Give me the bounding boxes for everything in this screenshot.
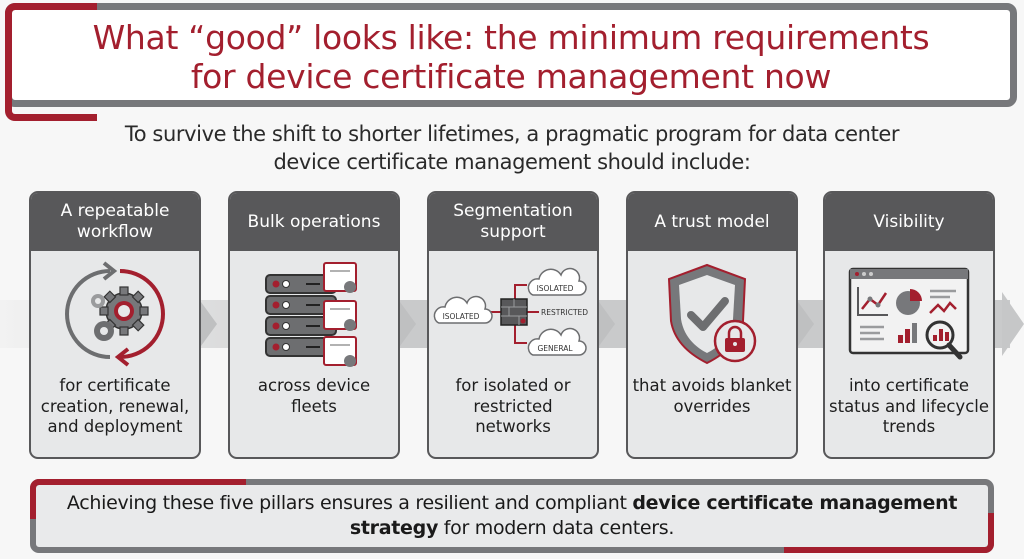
flow-arrow-head-icon xyxy=(1002,292,1024,356)
page-title: What “good” looks like: the minimum requ… xyxy=(12,18,1010,96)
pillar-description: for isolated or restricted networks xyxy=(455,376,571,436)
title-banner: What “good” looks like: the minimum requ… xyxy=(5,3,1017,121)
chevron-right-icon xyxy=(798,302,814,346)
pillar-title: Bulk operations xyxy=(230,193,398,251)
summary-text-start: Achieving these five pillars ensures a r… xyxy=(66,492,633,514)
intro-line-2: device certificate management should inc… xyxy=(273,150,751,174)
network-segmentation-icon: ISOLATED ISOLATED RESTRICTED GENERAL xyxy=(429,251,597,376)
banner-accent xyxy=(30,479,246,519)
pillar-description: that avoids blanket overrides xyxy=(632,376,792,416)
gears-cycle-icon xyxy=(31,251,199,376)
pillar-card-workflow: A repeatable workflow for certificate cr… xyxy=(29,191,201,459)
pillar-card-trust-model: A trust model that avoids blanket overri… xyxy=(626,191,798,459)
shield-check-lock-icon xyxy=(628,251,796,376)
pillar-description: across device fleets xyxy=(257,376,371,416)
svg-text:RESTRICTED: RESTRICTED xyxy=(541,308,588,317)
summary-text: Achieving these five pillars ensures a r… xyxy=(36,491,988,541)
summary-text-bold: device certificate management strategy xyxy=(349,492,958,539)
svg-text:ISOLATED: ISOLATED xyxy=(537,284,574,293)
intro-text: To survive the shift to shorter lifetime… xyxy=(40,120,984,176)
chevron-right-icon xyxy=(599,302,615,346)
svg-text:ISOLATED: ISOLATED xyxy=(443,312,480,321)
pillar-title: A trust model xyxy=(628,193,796,251)
pillar-title: Visibility xyxy=(825,193,993,251)
title-line-2: for device certificate management now xyxy=(190,57,832,96)
pillar-card-visibility: Visibility into certificate status and l… xyxy=(823,191,995,459)
summary-text-end: for modern data centers. xyxy=(438,517,675,539)
intro-line-1: To survive the shift to shorter lifetime… xyxy=(124,122,900,146)
summary-banner: Achieving these five pillars ensures a r… xyxy=(30,479,994,553)
pillar-title: A repeatable workflow xyxy=(31,193,199,251)
server-rack-certificates-icon xyxy=(230,251,398,376)
chevron-right-icon xyxy=(201,302,217,346)
dashboard-analytics-icon xyxy=(825,251,993,376)
pillar-description: for certificate creation, renewal, and d… xyxy=(40,376,190,436)
svg-text:GENERAL: GENERAL xyxy=(537,344,573,353)
banner-accent xyxy=(784,513,994,553)
title-line-1: What “good” looks like: the minimum requ… xyxy=(92,18,930,57)
chevron-right-icon xyxy=(400,302,416,346)
pillar-title: Segmentation support xyxy=(429,193,597,251)
pillar-card-bulk-operations: Bulk operations across device fleets xyxy=(228,191,400,459)
pillar-card-segmentation: Segmentation support ISOLATED ISOLATED R… xyxy=(427,191,599,459)
pillar-description: into certificate status and lifecycle tr… xyxy=(829,376,990,436)
